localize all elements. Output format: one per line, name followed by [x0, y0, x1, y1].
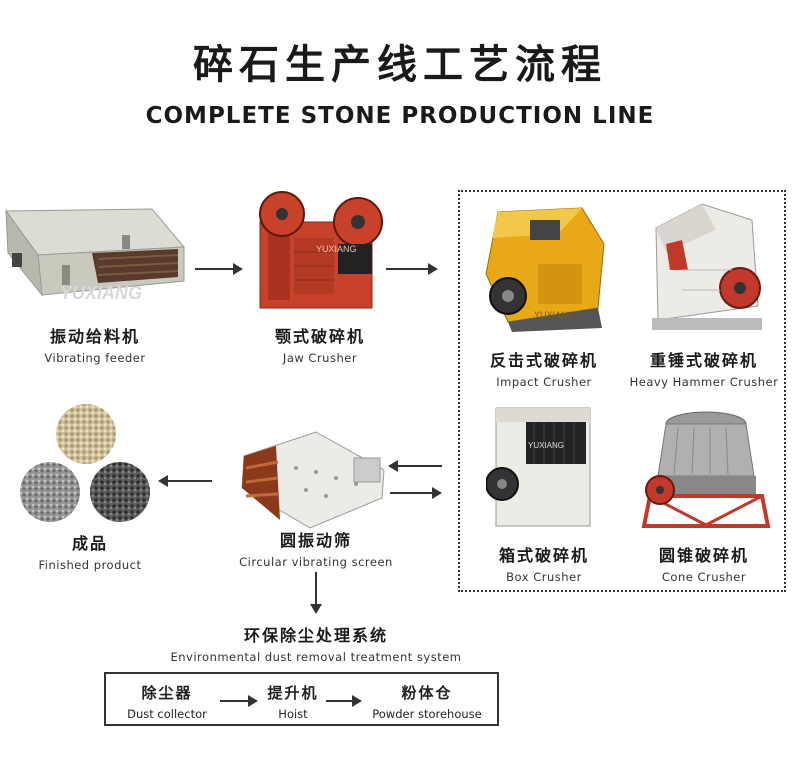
heavy-hammer-crusher-label-en: Heavy Hammer Crusher — [629, 375, 779, 389]
heavy-hammer-crusher-label-cn: 重锤式破碎机 — [649, 351, 758, 370]
circular-vibrating-screen-label-cn: 圆振动筛 — [279, 531, 352, 550]
box-crusher-image: YUXIANG — [486, 407, 591, 527]
svg-text:YUXIANG: YUXIANG — [528, 441, 564, 450]
box-crusher-caption: 箱式破碎机 Box Crusher — [466, 542, 622, 584]
vibrating-feeder-image: YUXIANG — [5, 208, 186, 303]
svg-text:YUXIANG: YUXIANG — [60, 283, 142, 303]
dust-step-powder-storehouse: 粉体仓 Powder storehouse — [362, 682, 492, 721]
heavy-hammer-crusher-image — [652, 203, 762, 330]
dust-step-hoist: 提升机 Hoist — [258, 682, 328, 721]
vibrating-feeder-label-cn: 振动给料机 — [49, 327, 140, 346]
heavy-hammer-crusher-caption: 重锤式破碎机 Heavy Hammer Crusher — [622, 347, 786, 389]
dust-system-caption: 环保除尘处理系统 Environmental dust removal trea… — [120, 622, 512, 664]
arrow-screen-to-secondary — [390, 487, 442, 499]
dust-step-label-cn: 除尘器 — [141, 684, 193, 702]
svg-text:YUXIANG: YUXIANG — [316, 244, 357, 254]
finished-product-image — [20, 404, 150, 522]
cone-crusher-label-en: Cone Crusher — [661, 570, 747, 584]
dust-system-title-cn: 环保除尘处理系统 — [243, 626, 388, 645]
box-crusher-label-en: Box Crusher — [506, 570, 582, 584]
dust-system-title-en: Environmental dust removal treatment sys… — [170, 650, 462, 664]
dust-step-label-cn: 提升机 — [267, 684, 319, 702]
cone-crusher-caption: 圆锥破碎机 Cone Crusher — [622, 542, 786, 584]
impact-crusher-caption: 反击式破碎机 Impact Crusher — [466, 347, 622, 389]
impact-crusher-label-en: Impact Crusher — [496, 375, 592, 389]
arrow-collector-to-hoist — [220, 695, 258, 707]
svg-text:YUXIANG: YUXIANG — [534, 310, 575, 320]
dust-system-box — [104, 672, 499, 726]
title-english: COMPLETE STONE PRODUCTION LINE — [145, 103, 655, 129]
arrow-screen-to-dust-system — [310, 572, 322, 614]
dust-step-label-cn: 粉体仓 — [401, 684, 453, 702]
jaw-crusher-label-en: Jaw Crusher — [282, 351, 358, 365]
cone-crusher-label-cn: 圆锥破碎机 — [658, 546, 749, 565]
impact-crusher-image: YUXIANG — [485, 207, 605, 332]
arrow-hoist-to-storehouse — [326, 695, 362, 707]
finished-product-label-cn: 成品 — [71, 534, 108, 553]
circular-vibrating-screen-caption: 圆振动筛 Circular vibrating screen — [216, 527, 416, 569]
jaw-crusher-label-cn: 颚式破碎机 — [274, 327, 365, 346]
cone-crusher-image — [641, 411, 771, 528]
dust-step-label-en: Powder storehouse — [372, 707, 482, 721]
circular-vibrating-screen-image — [241, 431, 385, 529]
dust-step-dust-collector: 除尘器 Dust collector — [112, 682, 222, 721]
jaw-crusher-caption: 颚式破碎机 Jaw Crusher — [230, 323, 410, 365]
arrow-secondary-to-screen — [388, 460, 442, 472]
arrow-jaw-to-secondary — [386, 263, 438, 275]
dust-step-label-en: Dust collector — [127, 707, 207, 721]
vibrating-feeder-caption: 振动给料机 Vibrating feeder — [0, 323, 190, 365]
impact-crusher-label-cn: 反击式破碎机 — [489, 351, 598, 370]
dust-step-label-en: Hoist — [278, 707, 308, 721]
secondary-crusher-group — [458, 190, 786, 592]
arrow-screen-to-product — [158, 475, 212, 487]
vibrating-feeder-label-en: Vibrating feeder — [44, 351, 146, 365]
finished-product-label-en: Finished product — [38, 558, 142, 572]
finished-product-caption: 成品 Finished product — [0, 530, 180, 572]
jaw-crusher-image: YUXIANG — [259, 191, 383, 309]
circular-vibrating-screen-label-en: Circular vibrating screen — [239, 555, 393, 569]
arrow-feeder-to-jaw — [195, 263, 243, 275]
title-chinese: 碎石生产线工艺流程 — [193, 42, 607, 88]
box-crusher-label-cn: 箱式破碎机 — [498, 546, 589, 565]
